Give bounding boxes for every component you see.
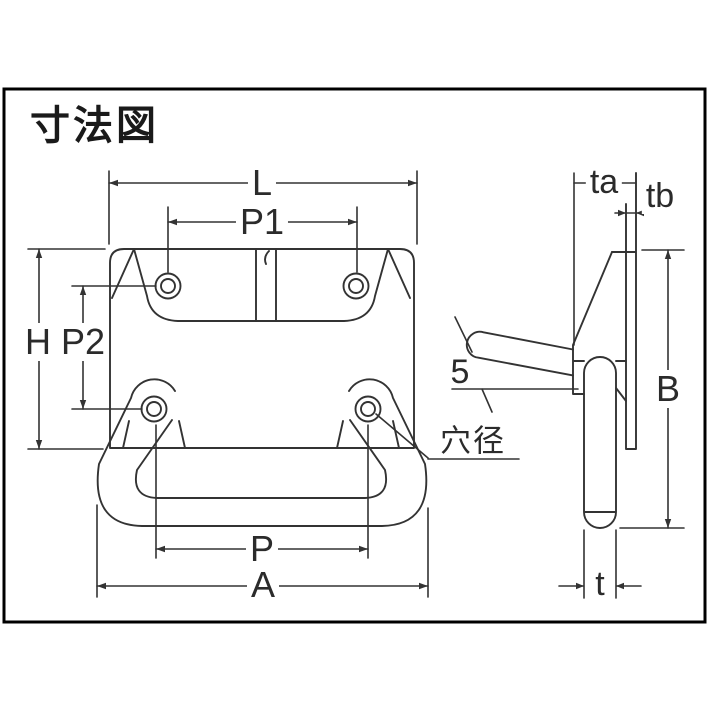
plate-dart-right (387, 248, 411, 299)
dim-label-P: P (245, 530, 279, 568)
handle-outer (96, 378, 428, 527)
dim-label-L: L (247, 164, 277, 202)
dim-label-P2: P2 (56, 323, 110, 361)
plate-dart-left (111, 248, 135, 299)
plate-seam (255, 248, 277, 322)
dim-label-A: A (246, 566, 280, 604)
pivot-lugs (122, 420, 400, 449)
screw-holes (140, 272, 382, 423)
dim-label-B: B (651, 370, 685, 408)
side-handle-bar (583, 356, 617, 529)
handle-inner (135, 419, 387, 499)
drawing-title: 寸法図 (30, 104, 159, 148)
seam-mark (264, 250, 270, 265)
side-bracket (572, 251, 627, 402)
dim-label-P1: P1 (235, 203, 289, 241)
plate-outline (109, 248, 415, 449)
side-raised-arm (465, 330, 574, 377)
dim-label-angle-5: 5 (450, 353, 470, 391)
front-view-drawing (96, 248, 428, 527)
dimension-t (558, 529, 642, 599)
dim-label-hole-diameter: 穴径 (438, 423, 508, 459)
side-view-drawing (451, 172, 637, 529)
angle-lines (451, 316, 579, 413)
front-view-dimensions (27, 170, 520, 598)
side-plate (611, 172, 637, 450)
dim-label-t: t (591, 566, 609, 602)
plate-recess (133, 248, 389, 322)
dim-label-tb: tb (641, 178, 679, 214)
dim-label-ta: ta (585, 164, 623, 200)
frame-border (2, 87, 707, 624)
hole-diameter-leader (375, 413, 520, 460)
dim-label-H: H (21, 323, 55, 361)
